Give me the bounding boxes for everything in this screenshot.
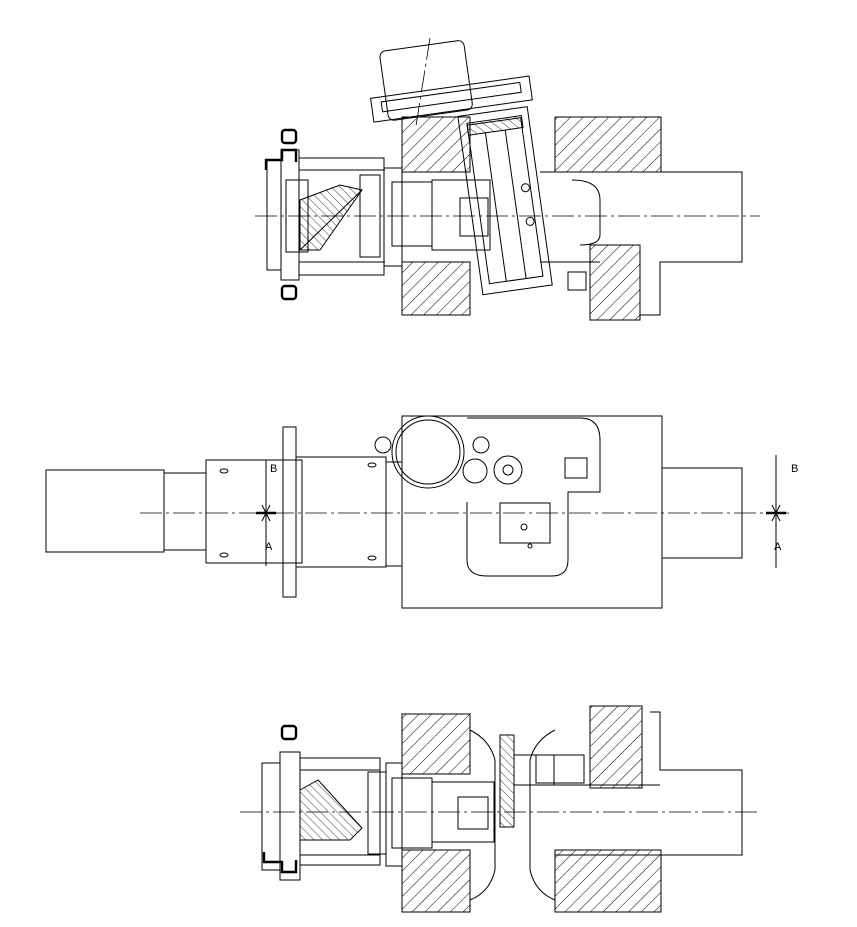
gear [462,458,488,484]
housing-block [554,116,662,173]
flange [282,426,297,598]
housing-block [401,261,471,316]
seal-ring [280,284,298,301]
motor-top [391,415,465,489]
prism [299,779,363,841]
tilt-mechanism [457,106,553,296]
end-body [45,469,165,553]
section-label-a-left: A [265,541,273,553]
housing-block [589,244,641,321]
motor-assembly [370,40,533,123]
gear [493,455,523,485]
seal-ring [280,724,298,741]
housing-block [401,849,471,913]
section-view-bottom [240,705,760,913]
housing-block [401,713,471,775]
main-housing [401,415,663,609]
housing-block [589,705,643,789]
section-label-b-right: B [791,463,798,475]
section-view-top [255,37,760,321]
section-label-a-right: A [774,541,782,553]
seal-profile [262,852,298,874]
housing-block [401,116,471,173]
plan-view-middle: B A B A [45,415,798,609]
outlet-pipe [661,467,743,559]
section-label-b-left: B [270,463,277,475]
prism [299,184,363,251]
motor-axis-line [415,37,431,127]
cavity-outline [466,417,601,577]
housing-block [554,849,662,913]
seal-profile [264,148,298,170]
seal-ring [280,128,298,145]
